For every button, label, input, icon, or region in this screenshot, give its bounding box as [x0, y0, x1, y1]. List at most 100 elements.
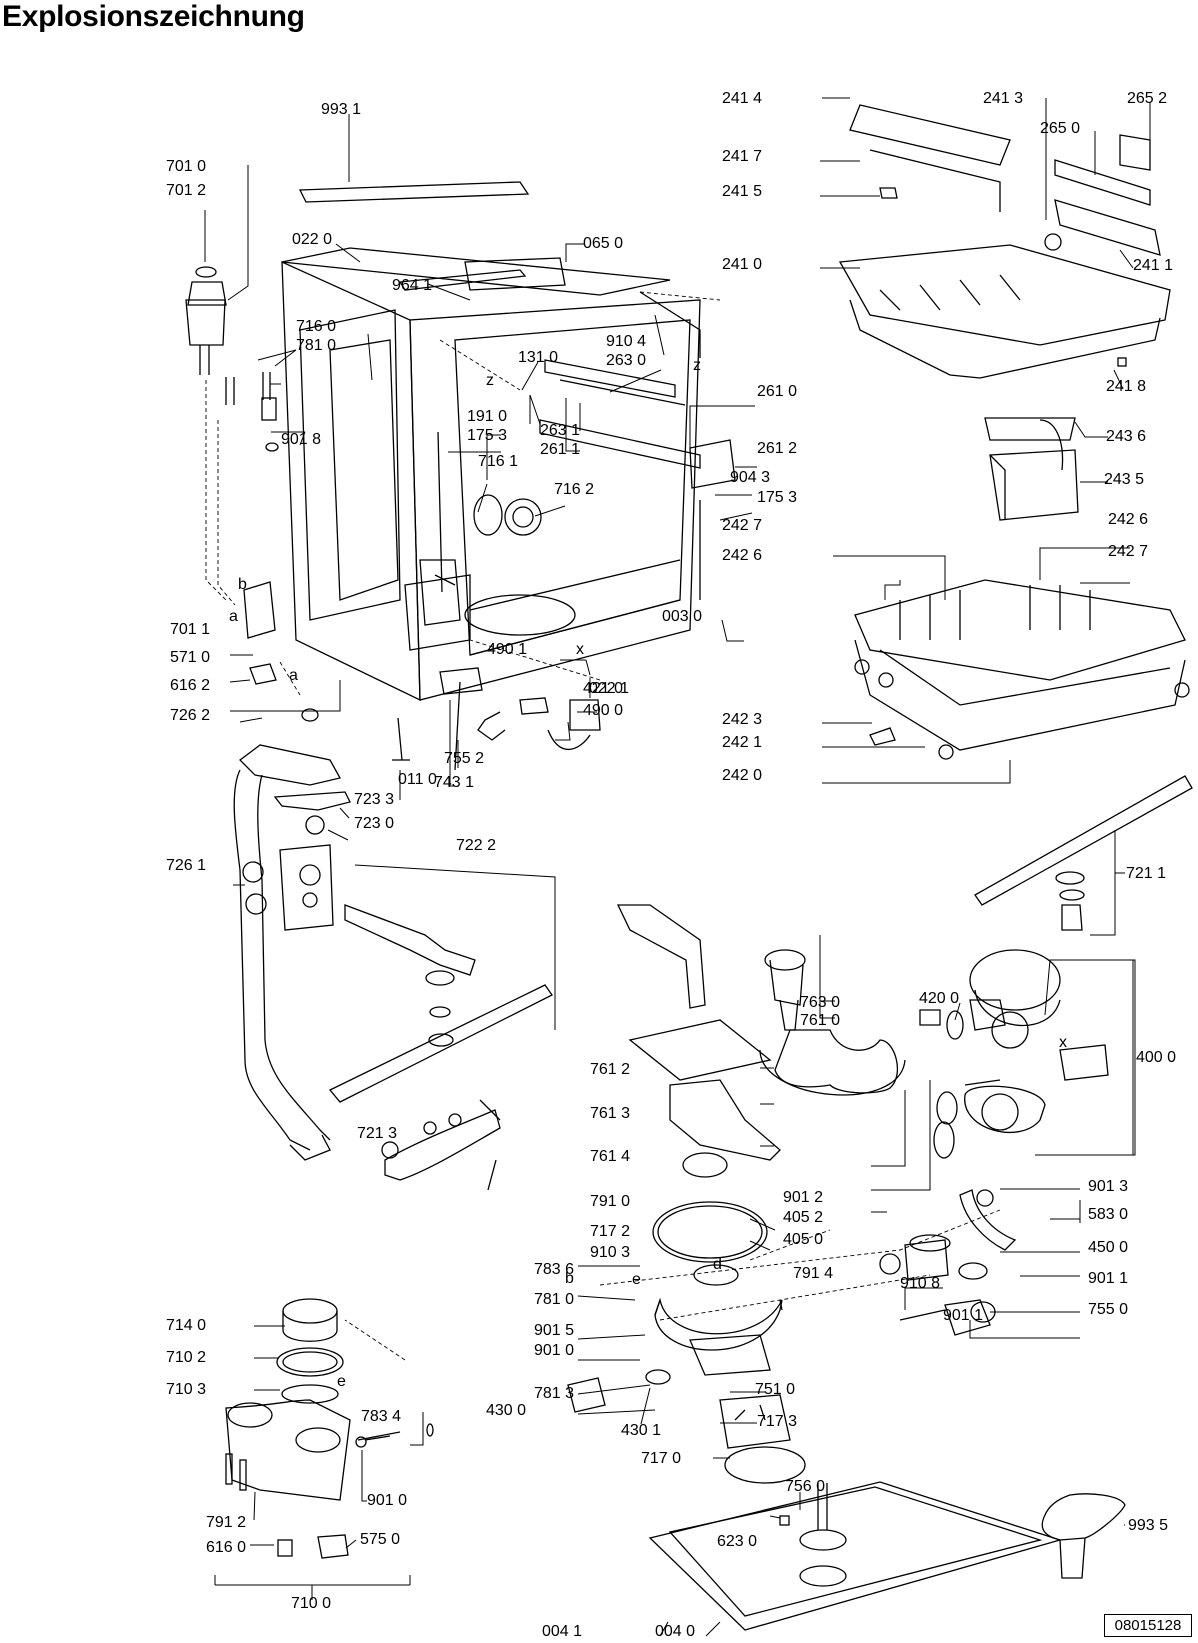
part-label: 993 1 [321, 101, 361, 118]
part-label: 783 6 [534, 1261, 574, 1278]
page-title: Explosionszeichnung [2, 0, 305, 33]
part-label: 783 4 [361, 1408, 401, 1425]
duct-726 [233, 744, 341, 1161]
part-label: 910 4 [606, 333, 646, 350]
reference-letter: x [1059, 1034, 1067, 1051]
reference-letter: b [238, 576, 247, 593]
part-label: 243 6 [1106, 428, 1146, 445]
part-label: 191 0 [467, 408, 507, 425]
part-label: 405 2 [783, 1209, 823, 1226]
cutlery-basket [984, 417, 1079, 521]
part-label: 781 0 [296, 337, 336, 354]
part-label: 993 5 [1128, 1517, 1168, 1534]
center-small-parts [439, 667, 601, 771]
part-label: 791 4 [793, 1265, 833, 1282]
part-label: 716 1 [478, 453, 518, 470]
part-label: 904 3 [730, 469, 770, 486]
hoses-405-450 [879, 1091, 1017, 1336]
part-label: 065 0 [583, 235, 623, 252]
part-label: 761 3 [590, 1105, 630, 1122]
part-label: 575 0 [360, 1531, 400, 1548]
part-label: 241 3 [983, 90, 1023, 107]
part-label: 710 3 [166, 1381, 206, 1398]
upper-basket [838, 104, 1171, 379]
reference-letter: x [576, 641, 584, 658]
part-label: 242 7 [722, 517, 762, 534]
left-small-parts [185, 266, 410, 761]
reference-letter: e [337, 1373, 346, 1390]
part-label: 616 2 [170, 677, 210, 694]
part-label: 004 0 [655, 1623, 695, 1640]
part-label: 405 0 [783, 1231, 823, 1248]
part-label: 722 2 [456, 837, 496, 854]
part-label: 901 1 [1088, 1270, 1128, 1287]
part-label: 263 1 [540, 422, 580, 439]
part-label: 616 0 [206, 1539, 246, 1556]
part-label: 450 0 [1088, 1239, 1128, 1256]
part-label: 261 0 [757, 383, 797, 400]
drawing-number: 08015128 [1104, 1614, 1192, 1637]
part-label: 751 0 [755, 1381, 795, 1398]
part-label: 242 6 [722, 547, 762, 564]
part-label: 791 2 [206, 1514, 246, 1531]
strip-993-1 [298, 181, 530, 203]
part-label: 964 1 [392, 277, 432, 294]
reference-letter: z [693, 357, 701, 374]
part-label: 583 0 [1088, 1206, 1128, 1223]
part-label: 781 0 [534, 1291, 574, 1308]
part-label: 004 1 [542, 1623, 582, 1640]
reference-letter: a [229, 608, 238, 625]
part-label: 490 0 [583, 702, 623, 719]
reference-letter: b [565, 1270, 574, 1287]
spray-arm-721-3 [381, 1099, 501, 1191]
part-label: 263 0 [606, 352, 646, 369]
part-label: 261 2 [757, 440, 797, 457]
part-label: 241 4 [722, 90, 762, 107]
part-label: 022 1 [589, 680, 629, 697]
part-label: 242 1 [722, 734, 762, 751]
part-label: 901 8 [281, 431, 321, 448]
part-label: 241 5 [722, 183, 762, 200]
part-label: 716 2 [554, 481, 594, 498]
part-label: 400 0 [1136, 1049, 1176, 1066]
part-label: 430 1 [621, 1422, 661, 1439]
dashed-lines [205, 291, 1001, 1361]
part-label: 761 2 [590, 1061, 630, 1078]
sump-assembly [567, 904, 906, 1484]
part-label: 430 0 [486, 1402, 526, 1419]
part-label: 623 0 [717, 1533, 757, 1550]
part-label: 726 2 [170, 707, 210, 724]
part-label: 701 0 [166, 158, 206, 175]
part-label: 910 3 [590, 1244, 630, 1261]
part-label: 717 3 [757, 1413, 797, 1430]
salt-container [225, 1298, 434, 1559]
part-label: 710 0 [291, 1595, 331, 1612]
part-drawings [185, 97, 1193, 1637]
part-label: 241 1 [1133, 257, 1173, 274]
part-label: 714 0 [166, 1317, 206, 1334]
part-label: 241 7 [722, 148, 762, 165]
part-label: 242 0 [722, 767, 762, 784]
reference-letter: d [713, 1256, 722, 1273]
leader-lines [204, 97, 1151, 1637]
part-label: 243 5 [1104, 471, 1144, 488]
part-label: 022 0 [292, 231, 332, 248]
part-label: 901 5 [534, 1322, 574, 1339]
part-label: 011 0 [398, 771, 437, 788]
part-label: 265 0 [1040, 120, 1080, 137]
part-label: 721 1 [1126, 865, 1166, 882]
part-label: 901 3 [1088, 1178, 1128, 1195]
part-label: 761 0 [800, 1012, 840, 1029]
part-label: 420 0 [919, 990, 959, 1007]
part-label: 755 0 [1088, 1301, 1128, 1318]
part-label: 755 2 [444, 750, 484, 767]
part-label: 242 6 [1108, 511, 1148, 528]
reference-letter: e [632, 1271, 641, 1288]
part-label: 261 1 [540, 441, 580, 458]
part-label: 791 0 [590, 1193, 630, 1210]
part-label: 761 4 [590, 1148, 630, 1165]
base-tray [648, 1481, 1063, 1631]
part-label: 756 0 [785, 1478, 825, 1495]
